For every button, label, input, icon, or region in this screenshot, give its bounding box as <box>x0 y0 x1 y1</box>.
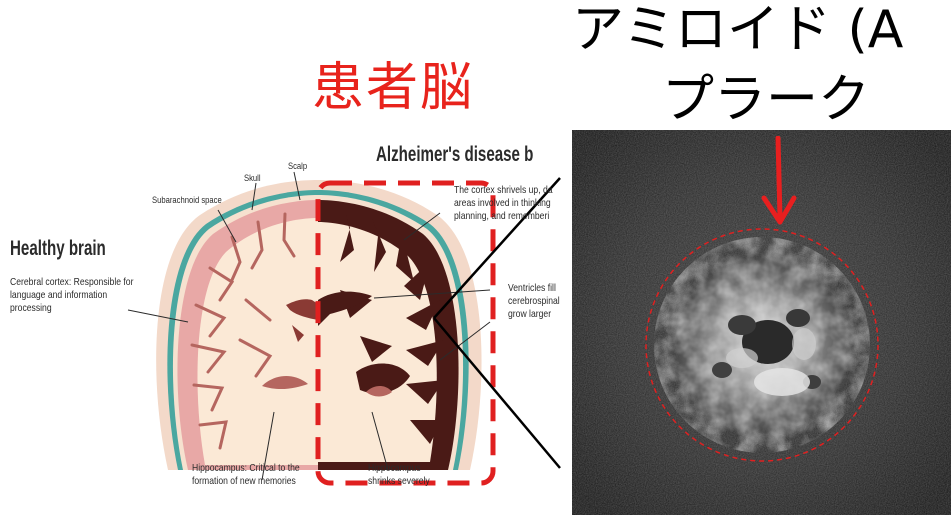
ventricles-line-3: grow larger <box>508 308 560 321</box>
alzheimer-title-clip: Alzheimer's disease b <box>376 144 572 172</box>
hippo-alz-line-2: shrinks severely <box>368 475 430 488</box>
cortex-line-3: processing <box>10 302 133 315</box>
ventricles-text: Ventricles fill cerebrospinal grow large… <box>508 282 572 326</box>
shrivel-line-2: areas involved in thinking <box>454 197 551 210</box>
skull-label: Skull <box>244 174 261 183</box>
plaque-heading: プラーク <box>662 74 870 126</box>
cortex-line-1: Cerebral cortex: Responsible for <box>10 276 133 289</box>
shrivel-text: The cortex shrivels up, da areas involve… <box>454 184 572 228</box>
hippocampus-alz-text: Hippocampus shrinks severely <box>368 462 443 488</box>
hippocampus-healthy-text: Hippocampus: Critical to the formation o… <box>192 462 323 488</box>
shrivel-line-3: planning, and rememberi <box>454 210 551 223</box>
healthy-brain-label: Healthy brain <box>10 238 106 259</box>
alzheimer-brain-label: Alzheimer's disease b <box>376 144 517 165</box>
cerebral-cortex-text: Cerebral cortex: Responsible for languag… <box>10 276 161 315</box>
cortex-line-2: language and information <box>10 289 133 302</box>
subarachnoid-label: Subarachnoid space <box>152 196 222 205</box>
shrivel-line-1: The cortex shrivels up, da <box>454 184 551 197</box>
down-arrow-icon <box>758 136 800 232</box>
amyloid-heading: アミロイド (A <box>572 4 951 56</box>
patient-brain-heading: 患者脳 <box>312 62 474 114</box>
hippo-healthy-line-2: formation of new memories <box>192 475 300 488</box>
hippo-healthy-line-1: Hippocampus: Critical to the <box>192 462 300 475</box>
scalp-label: Scalp <box>288 162 307 171</box>
ventricles-line-1: Ventricles fill <box>508 282 560 295</box>
ventricles-line-2: cerebrospinal <box>508 295 560 308</box>
hippo-alz-line-1: Hippocampus <box>368 462 430 475</box>
